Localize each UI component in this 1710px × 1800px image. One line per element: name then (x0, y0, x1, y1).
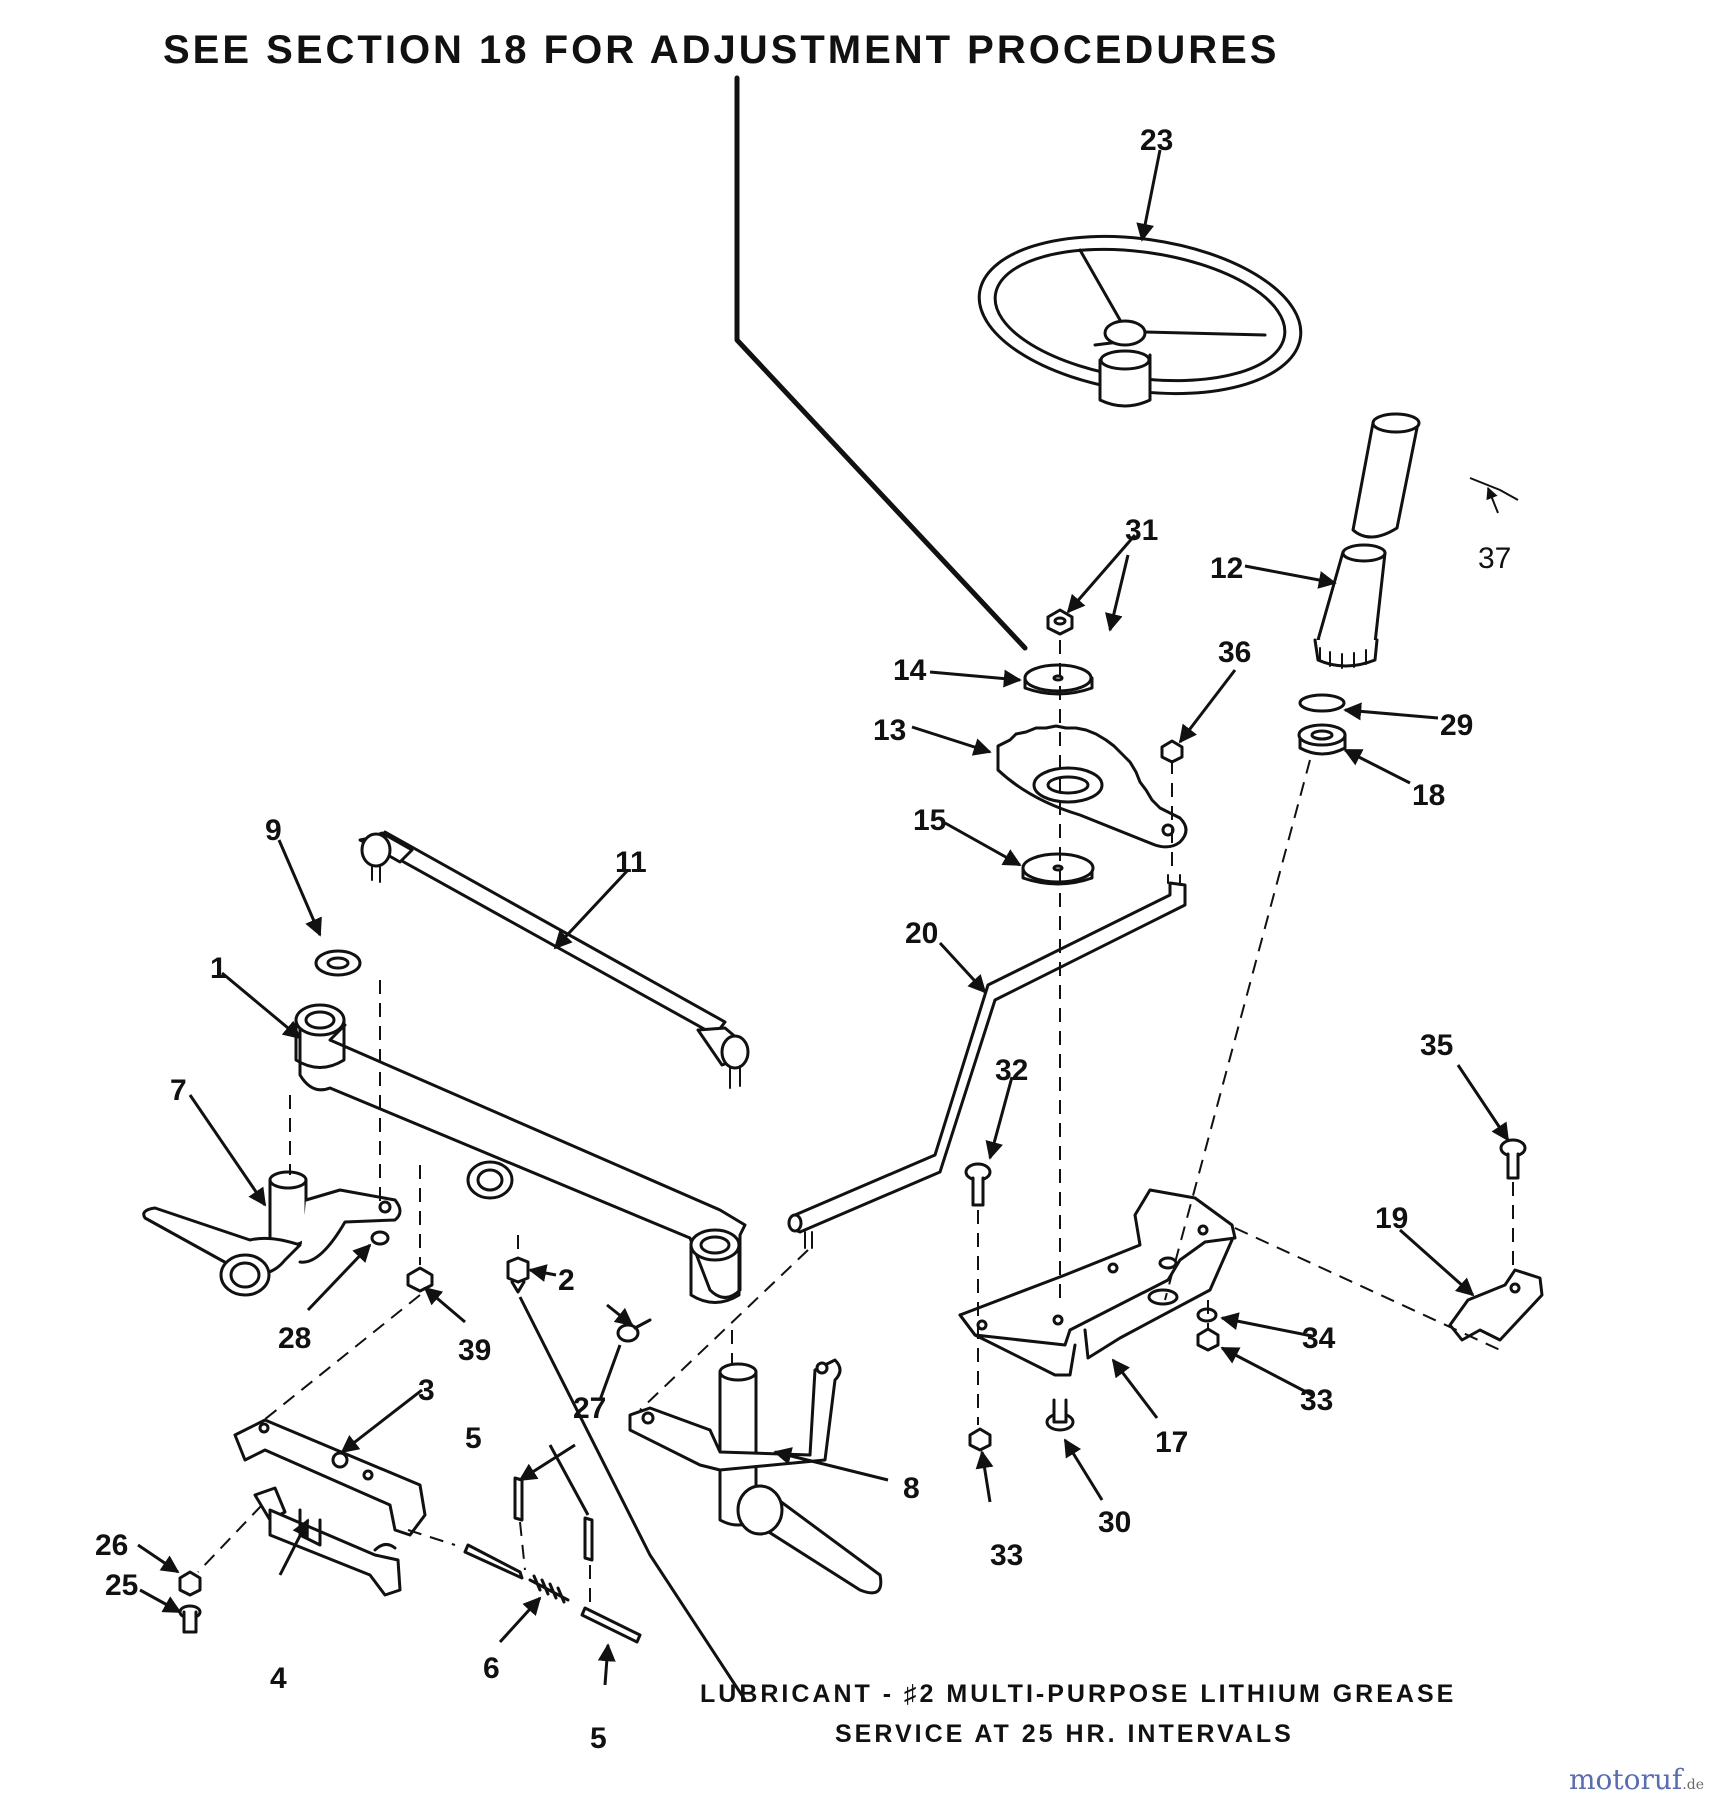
watermark-tld: .de (1682, 1777, 1704, 1793)
callout-11: 11 (615, 846, 647, 879)
roll-pin-27a (513, 1476, 524, 1522)
grease-fitting-2a (506, 1256, 530, 1294)
tie-rod (358, 830, 750, 1089)
callout-26: 26 (95, 1529, 128, 1562)
callout-7: 7 (170, 1074, 187, 1107)
nut-33b (1196, 1327, 1220, 1352)
item-37-pin (1469, 477, 1519, 501)
callout-34: 34 (1302, 1322, 1336, 1355)
lubricant-note-line1: LUBRICANT - ♯2 MULTI-PURPOSE LITHIUM GRE… (700, 1680, 1457, 1708)
nut-36 (1160, 739, 1184, 764)
lubricant-note-line2: SERVICE AT 25 HR. INTERVALS (835, 1720, 1294, 1748)
callout-25: 25 (105, 1569, 138, 1602)
retaining-ring-9 (314, 949, 362, 977)
callout-28: 28 (278, 1322, 311, 1355)
drag-link (787, 874, 1187, 1249)
bolt-32 (964, 1162, 992, 1207)
callout-39: 39 (458, 1334, 491, 1367)
callout-15: 15 (913, 804, 946, 837)
callout-4: 4 (270, 1662, 287, 1695)
callout-14: 14 (893, 654, 927, 687)
steering-wheel (977, 234, 1303, 408)
washer-29 (1298, 693, 1346, 713)
assembly-center-lines (197, 640, 1514, 1605)
callout-8: 8 (903, 1472, 920, 1505)
callout-18: 18 (1412, 779, 1445, 812)
callout-3: 3 (418, 1374, 435, 1407)
callout-5b: 5 (590, 1722, 607, 1755)
roll-pin-27-link (548, 1444, 590, 1516)
callout-12: 12 (1210, 552, 1243, 585)
callout-23: 23 (1140, 124, 1173, 157)
washer-15 (1021, 852, 1095, 886)
callout-2: 2 (558, 1264, 575, 1297)
callout-37: 37 (1478, 542, 1511, 575)
pin-5b (580, 1606, 642, 1644)
roll-pin-27b (583, 1516, 594, 1562)
callout-35: 35 (1420, 1029, 1453, 1062)
callout-20: 20 (905, 917, 938, 950)
plate-19 (1448, 1268, 1544, 1342)
callout-9: 9 (265, 814, 282, 847)
bolt-30 (1045, 1398, 1075, 1432)
axle-bracket-4 (253, 1486, 402, 1597)
callout-29: 29 (1440, 709, 1473, 742)
callout-33a: 33 (990, 1539, 1023, 1572)
left-spindle (142, 1170, 402, 1297)
callout-5a: 5 (465, 1422, 482, 1455)
motoruf-watermark: motoruf.de (1569, 1763, 1704, 1796)
callout-17: 17 (1155, 1426, 1188, 1459)
nut-39 (406, 1266, 434, 1293)
bolt-25 (178, 1604, 202, 1634)
callout-1: 1 (210, 952, 227, 985)
callout-33b: 33 (1300, 1384, 1333, 1417)
adjustment-procedures-note: SEE SECTION 18 FOR ADJUSTMENT PROCEDURES (163, 28, 1280, 72)
steering-bracket-17 (958, 1188, 1237, 1377)
bolt-35 (1499, 1138, 1527, 1180)
axle-support-3 (233, 1418, 427, 1537)
callout-6: 6 (483, 1652, 500, 1685)
callout-36: 36 (1218, 636, 1251, 669)
lubricant-leader-lines (518, 1296, 747, 1701)
washer-14 (1023, 663, 1094, 696)
spring-6 (528, 1574, 570, 1604)
grease-fitting-2b (616, 1318, 652, 1343)
nut-33a (968, 1427, 992, 1452)
pin-5a (463, 1543, 524, 1580)
callout-31: 31 (1125, 514, 1158, 547)
watermark-brand: motoruf (1568, 1763, 1683, 1796)
nut-26 (178, 1570, 202, 1597)
nut-31 (1046, 608, 1074, 636)
right-spindle (628, 1358, 883, 1595)
bushing-18 (1297, 723, 1347, 756)
callout-30: 30 (1098, 1506, 1131, 1539)
callout-13: 13 (873, 714, 906, 747)
callout-32: 32 (995, 1054, 1028, 1087)
nut-28 (370, 1230, 390, 1246)
callout-19: 19 (1375, 1202, 1408, 1235)
callout-arrows (137, 149, 1510, 1686)
front-axle (294, 1003, 747, 1304)
callout-27: 27 (573, 1392, 606, 1425)
sector-gear (996, 724, 1188, 849)
steering-shaft (1313, 412, 1421, 669)
header-leader-line (734, 75, 1028, 651)
